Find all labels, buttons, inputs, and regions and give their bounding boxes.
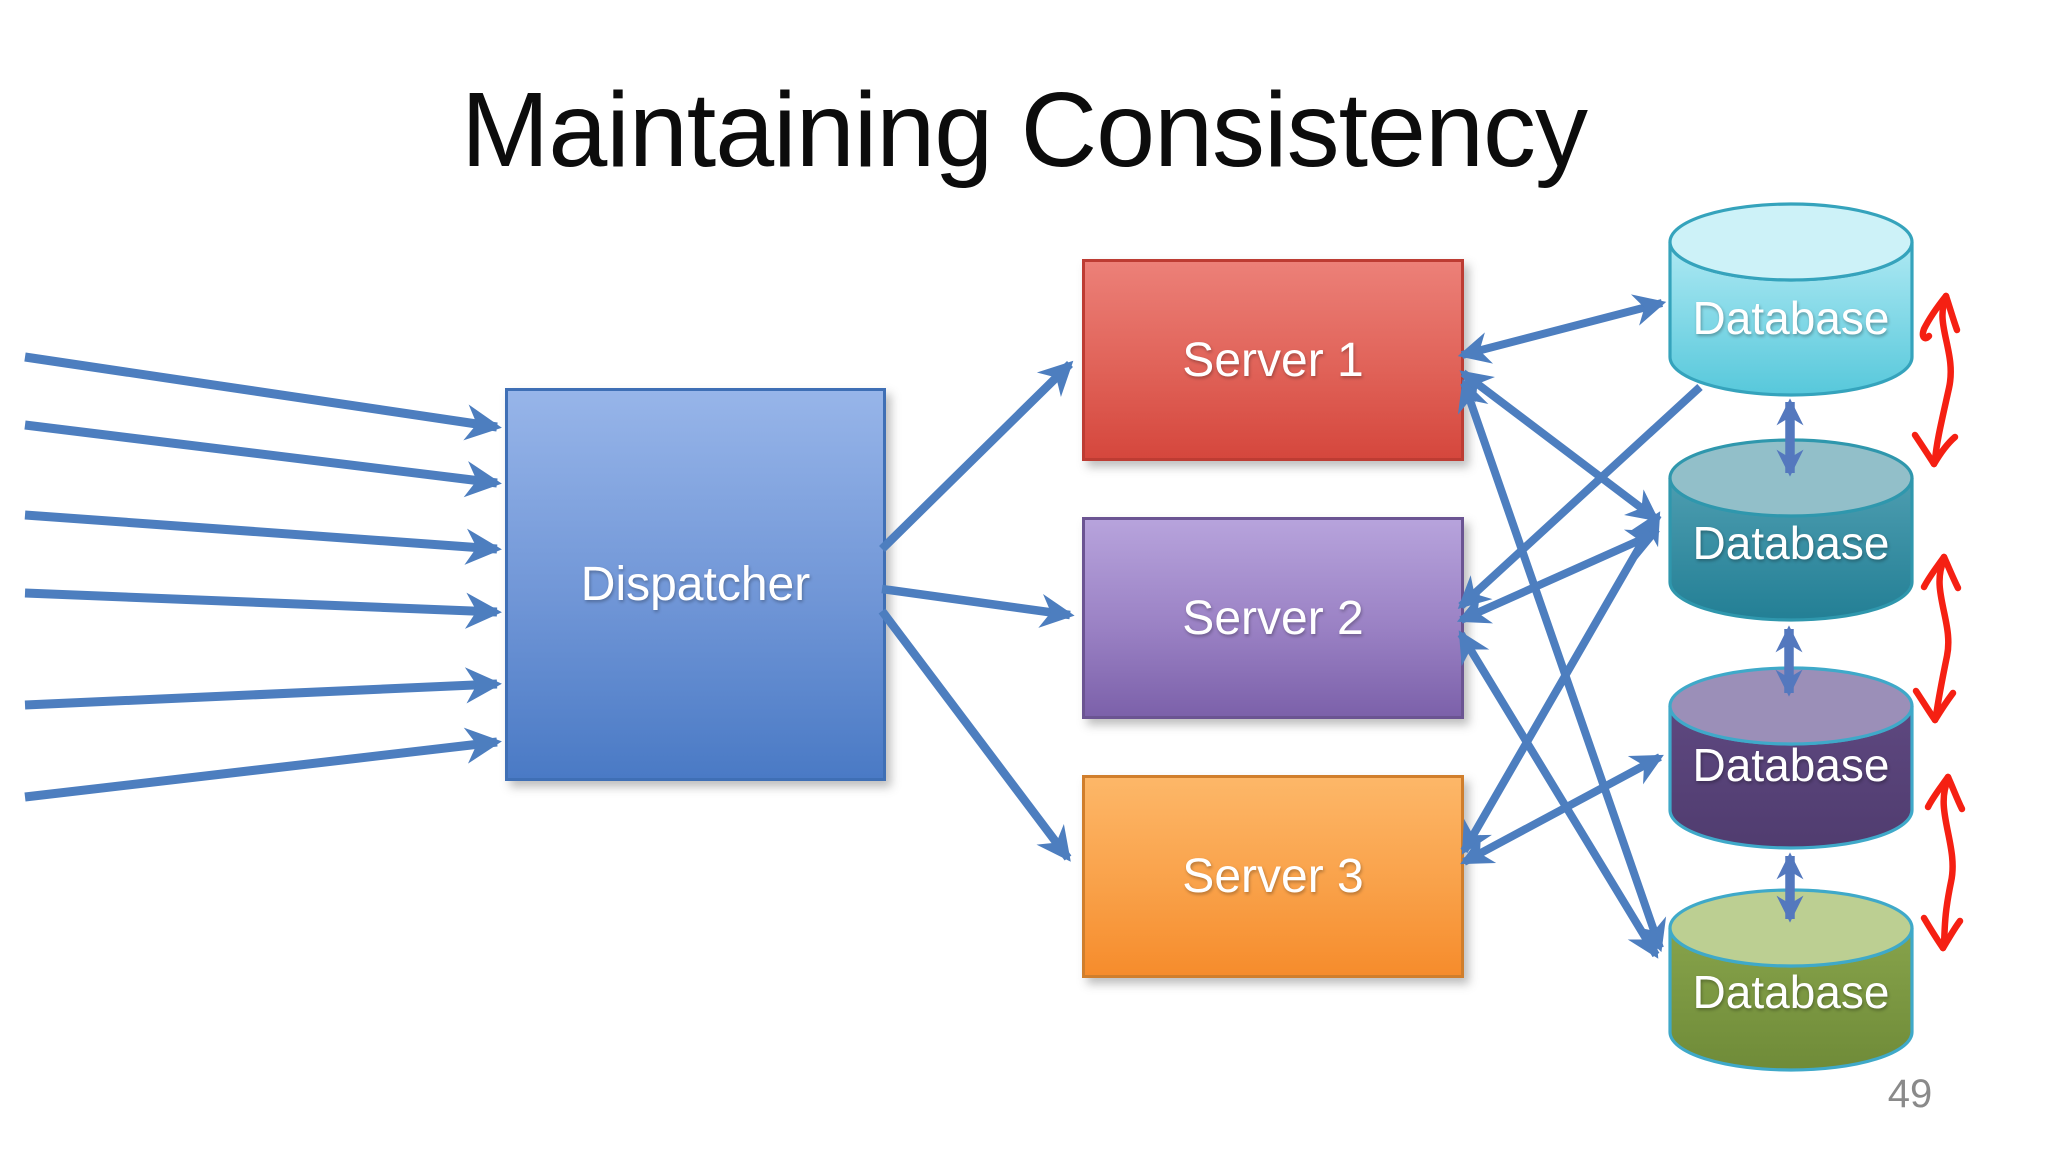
server-1-box: Server 1	[1082, 259, 1464, 461]
database-3-label: Database	[1692, 739, 1890, 791]
link-server2-db4	[1457, 630, 1660, 959]
link-server1-db1	[1457, 294, 1667, 364]
server-2-label: Server 2	[1182, 591, 1364, 645]
dispatcher-to-server-3-arrow	[878, 608, 1072, 862]
dispatcher-to-server-1-arrow	[879, 360, 1074, 553]
dispatcher-label: Dispatcher	[580, 558, 811, 611]
database-sync-arrows	[1775, 398, 1804, 923]
link-server2-db2	[1456, 529, 1661, 624]
link-server3-db3	[1460, 753, 1664, 866]
red-arrow-db2-db3	[1912, 553, 1962, 724]
database-2-label: Database	[1692, 517, 1890, 569]
client-arrow	[24, 510, 502, 565]
server-2-box: Server 2	[1082, 517, 1464, 719]
server-3-label: Server 3	[1182, 850, 1364, 903]
server-1-label: Server 1	[1182, 333, 1364, 387]
link-server3-db2	[1460, 511, 1662, 855]
server-database-links	[1456, 294, 1703, 959]
client-request-arrows	[24, 352, 502, 802]
link-server1-db2	[1459, 369, 1660, 523]
page-number: 49	[1887, 1072, 1933, 1116]
database-4-label: Database	[1692, 966, 1890, 1018]
dispatcher-to-server-2-arrow	[881, 584, 1075, 628]
client-arrow	[24, 727, 502, 802]
link-server1-db4	[1457, 378, 1667, 953]
server-3-box: Server 3	[1082, 775, 1464, 978]
client-arrow	[24, 420, 502, 498]
red-arrow-db3-db4	[1920, 773, 1966, 952]
dispatcher-box: Dispatcher	[505, 388, 886, 781]
client-arrow	[24, 588, 502, 629]
database-1-label: Database	[1692, 292, 1890, 344]
link-server2-db1	[1457, 384, 1703, 609]
client-arrow	[24, 352, 502, 441]
red-arrow-db1-db2	[1911, 292, 1961, 468]
slide-title: Maintaining Consistency	[461, 71, 1588, 189]
client-arrow	[24, 667, 502, 710]
dispatcher-to-server-arrows	[878, 360, 1075, 862]
red-consistency-arrows	[1911, 292, 1966, 952]
